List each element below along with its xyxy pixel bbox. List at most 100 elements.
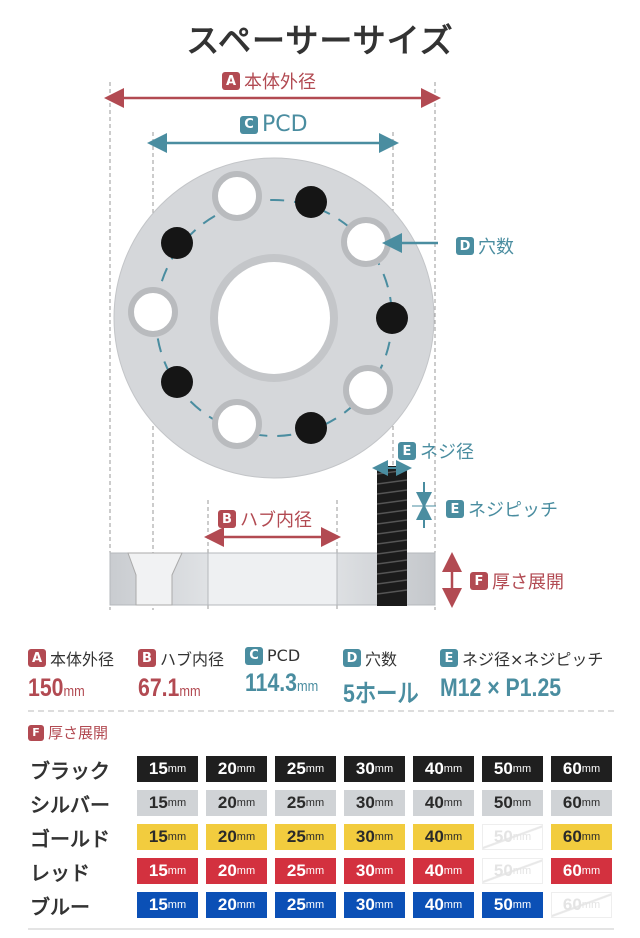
size: 40 <box>424 759 444 778</box>
value: 150 <box>28 674 64 702</box>
color-label: シルバー <box>30 793 110 817</box>
spec-label: PCD <box>267 646 301 665</box>
size: 60 <box>562 861 582 880</box>
unit: mm <box>581 763 601 775</box>
unit: mm <box>236 865 256 877</box>
unit: mm <box>63 683 85 700</box>
badge-d: D <box>456 237 474 255</box>
unit: mm <box>374 865 394 877</box>
unit: mm <box>581 831 601 843</box>
value: 67.1 <box>138 674 180 702</box>
unit: mm <box>374 797 394 809</box>
color-label: ブラック <box>30 759 110 783</box>
unit: mm <box>305 831 325 843</box>
size: 30 <box>355 861 375 880</box>
value: M12 × P1.25 <box>440 674 562 702</box>
value: 5ホール <box>343 680 419 708</box>
size: 50 <box>493 759 513 778</box>
size: 15 <box>148 759 168 778</box>
badge-f: F <box>470 572 488 590</box>
size: 15 <box>148 793 168 812</box>
size: 50 <box>493 895 513 914</box>
size: 50 <box>493 793 513 812</box>
color-label: ゴールド <box>30 827 110 851</box>
size: 15 <box>148 827 168 846</box>
size: 30 <box>355 793 375 812</box>
unit: mm <box>443 797 463 809</box>
badge-f: F <box>28 724 44 741</box>
label-text: 厚さ展開 <box>492 572 564 593</box>
unit: mm <box>512 899 532 911</box>
label-text: PCD <box>262 112 308 137</box>
size: 25 <box>286 827 306 846</box>
size: 20 <box>217 861 237 880</box>
size: 25 <box>286 861 306 880</box>
spec-value: 150mm <box>28 674 101 703</box>
spec-label: ネジ径×ネジピッチ <box>462 650 604 669</box>
unit: mm <box>512 831 532 843</box>
unit: mm <box>581 865 601 877</box>
spec-label: 本体外径 <box>50 650 115 669</box>
unit: mm <box>305 797 325 809</box>
size: 25 <box>286 793 306 812</box>
badge-b: B <box>218 510 236 528</box>
size: 60 <box>562 759 582 778</box>
badge-e: E <box>446 500 464 518</box>
unit: mm <box>179 683 201 700</box>
badge: A <box>28 649 46 667</box>
unit: mm <box>512 797 532 809</box>
badge: C <box>245 646 263 665</box>
size: 50 <box>493 861 513 880</box>
unit: mm <box>236 763 256 775</box>
label-text: ハブ内径 <box>240 510 312 531</box>
side-view <box>109 466 436 606</box>
unit: mm <box>236 831 256 843</box>
label-text: 本体外径 <box>244 72 316 93</box>
size: 20 <box>217 895 237 914</box>
bolt-holes <box>128 171 408 449</box>
size: 20 <box>217 827 237 846</box>
spec-value: 67.1mm <box>138 674 211 703</box>
unit: mm <box>297 678 319 695</box>
size: 15 <box>148 861 168 880</box>
value: 114.3 <box>245 669 298 697</box>
divider <box>28 928 614 930</box>
badge-e: E <box>398 442 416 460</box>
spacer-diagram <box>104 82 462 610</box>
unit: mm <box>443 899 463 911</box>
unit: mm <box>581 899 601 911</box>
unit: mm <box>374 899 394 911</box>
page-title: スペーサーサイズ <box>186 21 454 60</box>
size: 40 <box>424 895 444 914</box>
size: 50 <box>493 827 513 846</box>
unit: mm <box>167 763 187 775</box>
size: 20 <box>217 793 237 812</box>
badge: D <box>343 649 361 667</box>
spec-value: 5ホール <box>343 674 419 710</box>
